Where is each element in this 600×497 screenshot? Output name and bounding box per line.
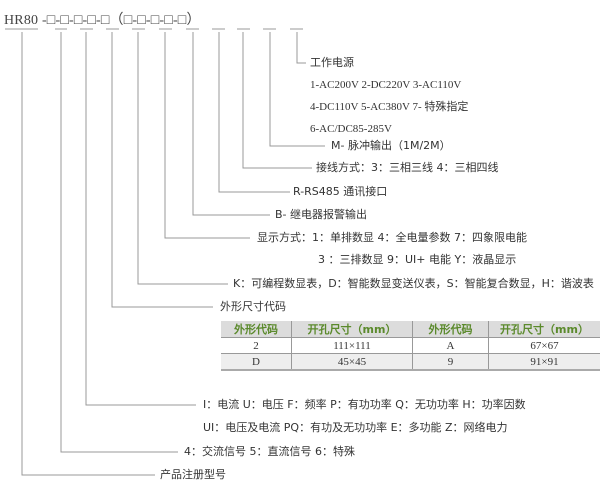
table-cell: 91×91	[488, 353, 600, 371]
relay-output: B- 继电器报警输出	[275, 208, 368, 221]
display-mode-2: 3 ：三排数显 9：UI+ 电能 Y：液晶显示	[318, 253, 517, 266]
power-options-1: 1-AC200V 2-DC220V 3-AC110V	[310, 79, 462, 91]
meter-type: K：可编程数显表，D：智能数显变送仪表，S：智能复合数显，H：谐波表	[233, 277, 594, 290]
power-options-2: 4-DC110V 5-AC380V 7- 特殊指定	[310, 101, 469, 113]
table-header: 外形代码	[221, 321, 292, 338]
power-title: 工作电源	[310, 56, 354, 69]
comm-interface: R-RS485 通讯接口	[293, 185, 388, 198]
table-header: 外形代码	[412, 321, 489, 338]
table-cell: 2	[221, 337, 292, 354]
signal-type: 4：交流信号 5：直流信号 6：特殊	[184, 445, 355, 458]
product-reg-model: 产品注册型号	[160, 468, 226, 481]
table-cell: 45×45	[291, 353, 413, 371]
table-cell: A	[412, 337, 489, 354]
table-header: 开孔尺寸（mm）	[488, 321, 600, 338]
wiring-mode: 接线方式：3：三相三线 4：三相四线	[316, 161, 499, 174]
table-cell: 111×111	[291, 337, 413, 354]
table-cell: D	[221, 353, 292, 371]
pulse-output: M- 脉冲输出（1M/2M）	[331, 139, 451, 152]
table-row: 2 111×111 A 67×67	[221, 337, 600, 354]
table-cell: 9	[412, 353, 489, 371]
measure-1: I：电流 U：电压 F：频率 P：有功功率 Q：无功功率 H：功率因数	[203, 398, 526, 411]
model-code: HR80 -□-□-□-□-□（□-□-□-□-□）	[4, 13, 201, 28]
table-cell: 67×67	[530, 339, 559, 352]
measure-2: UI：电压及电流 PQ：有功及无功功率 E：多功能 Z：网络电力	[203, 421, 508, 434]
power-options-3: 6-AC/DC85-285V	[310, 123, 392, 135]
size-code-title: 外形尺寸代码	[220, 300, 286, 313]
table-row: D 45×45 9 91×91	[221, 353, 600, 371]
display-mode-1: 显示方式：1：单排数显 4：全电量参数 7：四象限电能	[257, 231, 527, 244]
size-code-table: 外形代码 开孔尺寸（mm） 外形代码 开孔尺寸（mm） 2 111×111 A …	[221, 321, 600, 371]
table-header: 开孔尺寸（mm）	[291, 321, 413, 338]
